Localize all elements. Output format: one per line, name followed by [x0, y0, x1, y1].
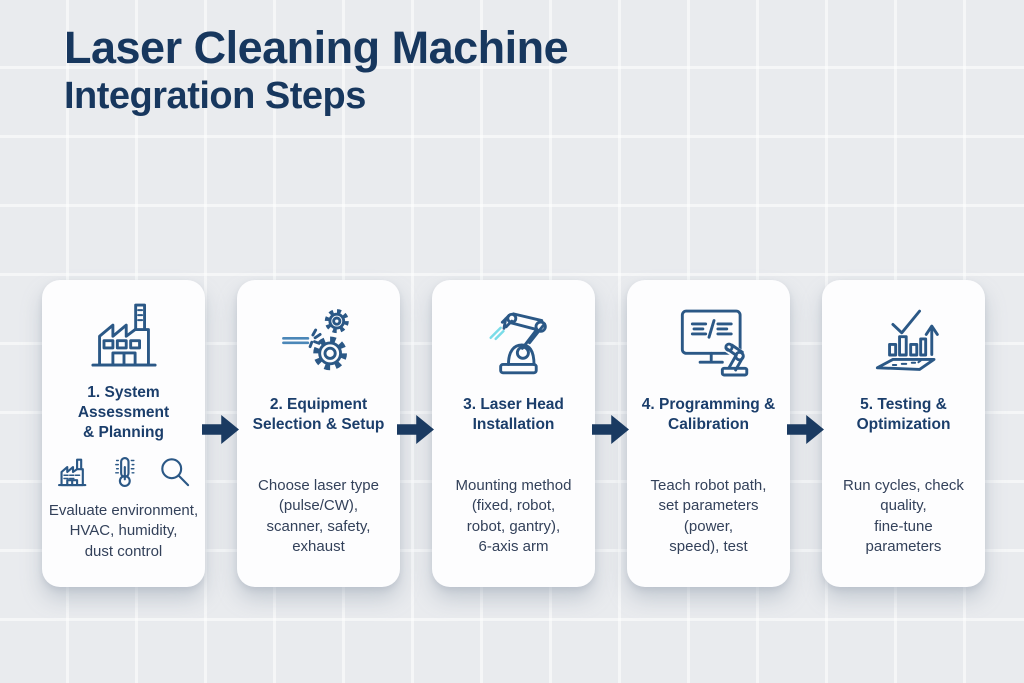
step-1-icon-box	[84, 294, 164, 374]
flow-arrow-4-5	[787, 415, 824, 444]
step-2-icon-box	[279, 294, 359, 386]
flow-arrow-2-3	[397, 415, 434, 444]
laser-gears-icon	[281, 309, 349, 371]
step-3-description: Mounting method (fixed, robot, robot, ga…	[455, 476, 572, 556]
factory-small-icon	[57, 458, 86, 486]
page-title-line2: Integration Steps	[64, 75, 366, 117]
step-3-icon-box	[472, 294, 556, 386]
flow-arrow-1-2	[202, 415, 239, 444]
step-card-1: 1. System Assessment & Planning Evaluate…	[42, 280, 205, 587]
step-5-icon-box	[862, 294, 946, 386]
step-5-title: 5. Testing & Optimization	[856, 396, 951, 433]
step-card-3: 3. Laser Head Installation Mounting meth…	[432, 280, 595, 587]
flow-arrow-3-4	[592, 415, 629, 444]
step-1-sub-icons	[55, 454, 193, 490]
step-4-title: 4. Programming & Calibration	[641, 396, 776, 433]
step-2-description: Choose laser type (pulse/CW), scanner, s…	[258, 476, 379, 556]
page-title: Laser Cleaning Machine Integration Steps	[64, 22, 569, 118]
page-title-line1: Laser Cleaning Machine	[64, 22, 569, 73]
step-4-description: Teach robot path, set parameters (power,…	[650, 476, 767, 556]
step-5-description: Run cycles, check quality, fine-tune par…	[843, 476, 964, 556]
step-card-5: 5. Testing & Optimization Run cycles, ch…	[822, 280, 985, 587]
step-card-4: 4. Programming & Calibration Teach robot…	[627, 280, 790, 587]
magnifier-icon	[160, 457, 189, 486]
check-chart-growth-icon	[875, 309, 939, 371]
step-2-title: 2. Equipment Selection & Setup	[252, 396, 385, 433]
step-4-icon-box	[667, 294, 751, 386]
robot-arm-icon	[488, 312, 547, 375]
step-3-title: 3. Laser Head Installation	[463, 396, 564, 433]
step-card-2: 2. Equipment Selection & Setup Choose la…	[237, 280, 400, 587]
thermometer-icon	[114, 456, 135, 487]
factory-icon	[90, 303, 157, 367]
step-1-description: Evaluate environment, HVAC, humidity, du…	[48, 501, 199, 560]
monitor-code-robot-icon	[680, 309, 748, 377]
step-1-title: 1. System Assessment & Planning	[77, 384, 170, 441]
